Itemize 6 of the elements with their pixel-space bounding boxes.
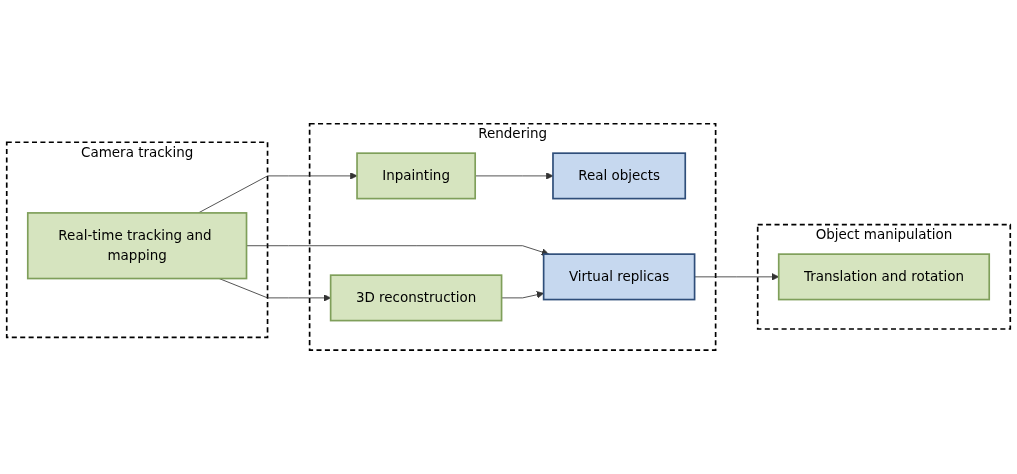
node-box: Real-time tracking and mapping (26, 212, 248, 280)
node-box: Inpainting (356, 152, 476, 200)
node-box: Real objects (552, 152, 687, 200)
node-box: 3D reconstruction (329, 274, 503, 322)
node-box: Virtual replicas (542, 253, 696, 301)
node-box: Translation and rotation (777, 253, 991, 301)
